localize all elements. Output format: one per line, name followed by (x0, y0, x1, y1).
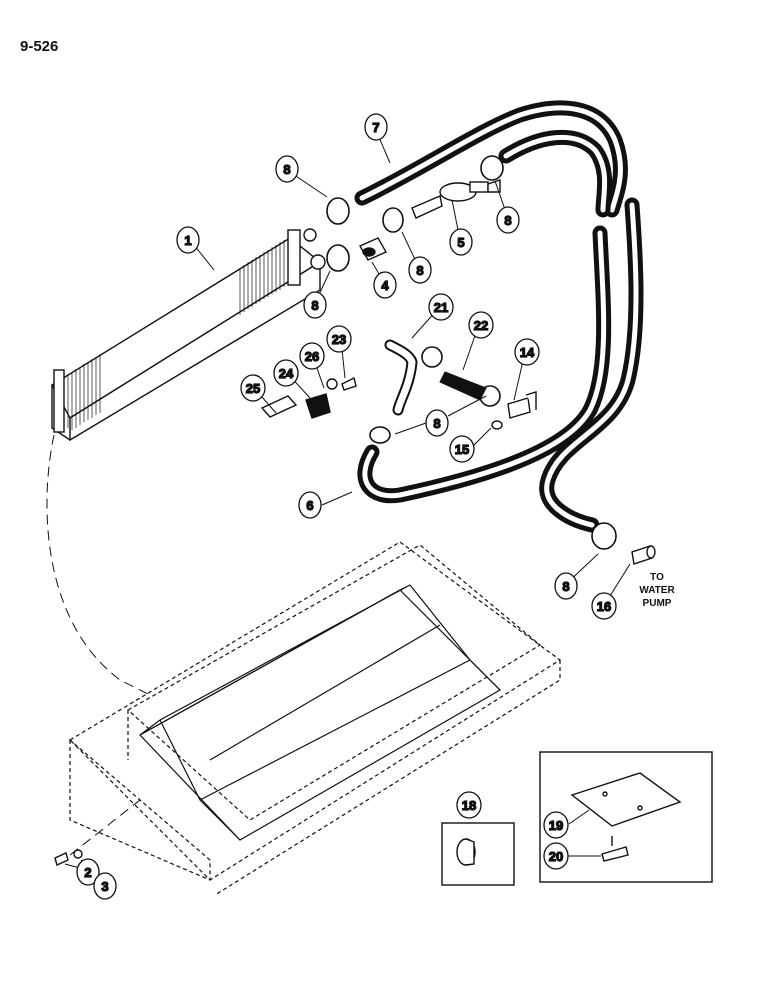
svg-text:8: 8 (283, 162, 290, 177)
clamp-8-set (326, 155, 617, 550)
leader-dashed-2 (69, 799, 141, 856)
callout-21: 21 (428, 293, 454, 321)
svg-text:8: 8 (562, 579, 569, 594)
tube-21 (384, 339, 418, 416)
svg-text:14: 14 (520, 345, 535, 360)
callouts: 1 7 8 8 4 8 5 8 21 22 14 23 26 24 25 8 1… (76, 113, 617, 900)
svg-text:8: 8 (504, 213, 511, 228)
drain-valve-14 (507, 391, 537, 419)
parts-2-3 (54, 849, 83, 866)
callout-1: 1 (176, 226, 200, 254)
callout-8a: 8 (275, 155, 299, 183)
hose-22 (439, 371, 487, 401)
svg-text:8: 8 (416, 263, 423, 278)
inset-19-20 (539, 751, 713, 883)
hose-right-outer (498, 129, 644, 533)
callout-25: 23 (326, 325, 352, 353)
svg-text:4: 4 (381, 278, 389, 293)
valve-5 (411, 179, 501, 219)
svg-text:18: 18 (462, 798, 476, 813)
callout-8c: 8 (408, 256, 432, 284)
callout-8f: 8 (554, 572, 578, 600)
tube-4 (359, 237, 387, 261)
callout-23: 24 (273, 359, 299, 387)
svg-text:23: 23 (332, 332, 346, 347)
callout-19: 19 (543, 811, 569, 839)
svg-text:24: 24 (279, 366, 294, 381)
svg-text:1: 1 (184, 233, 191, 248)
plug-15 (491, 420, 503, 430)
callout-26: 26 (299, 342, 325, 370)
svg-text:3: 3 (101, 879, 108, 894)
callout-3: 3 (93, 872, 117, 900)
callout-6: 6 (298, 491, 322, 519)
svg-text:WATER: WATER (639, 585, 675, 596)
svg-text:2: 2 (84, 865, 91, 880)
callout-20: 20 (543, 842, 569, 870)
callout-8d: 8 (496, 206, 520, 234)
callout-8b: 8 (303, 291, 327, 319)
callout-16: 16 (591, 592, 617, 620)
parts-23-26 (260, 376, 357, 419)
callout-22: 22 (468, 311, 494, 339)
svg-text:22: 22 (474, 318, 488, 333)
housing (69, 541, 562, 896)
svg-text:8: 8 (311, 298, 318, 313)
svg-text:6: 6 (306, 498, 313, 513)
callout-14: 14 (514, 338, 540, 366)
callout-8e: 8 (425, 409, 449, 437)
callout-2: 2 (76, 858, 100, 886)
callout-15: 15 (449, 435, 475, 463)
leader-dashed (46, 434, 151, 696)
svg-text:7: 7 (372, 120, 379, 135)
svg-text:26: 26 (305, 349, 319, 364)
heater-core (51, 228, 326, 442)
hose-6 (357, 225, 612, 504)
svg-text:16: 16 (597, 599, 611, 614)
svg-text:5: 5 (457, 235, 464, 250)
svg-text:15: 15 (455, 442, 469, 457)
callout-4: 4 (373, 271, 397, 299)
svg-text:TO: TO (650, 572, 664, 583)
page-number: 9-526 (20, 38, 59, 55)
svg-text:21: 21 (434, 300, 448, 315)
fitting-16 (631, 545, 656, 565)
svg-text:25: 25 (246, 381, 260, 396)
callout-24: 25 (240, 374, 266, 402)
hose-7 (354, 100, 628, 218)
svg-text:PUMP: PUMP (643, 598, 672, 609)
svg-text:19: 19 (549, 818, 563, 833)
callout-18: 18 (456, 791, 482, 819)
callout-5: 5 (449, 228, 473, 256)
inset-18 (441, 822, 515, 886)
water-pump-note: TO WATER PUMP (639, 572, 675, 609)
callout-7: 7 (364, 113, 388, 141)
svg-text:20: 20 (549, 849, 563, 864)
svg-text:8: 8 (433, 416, 440, 431)
